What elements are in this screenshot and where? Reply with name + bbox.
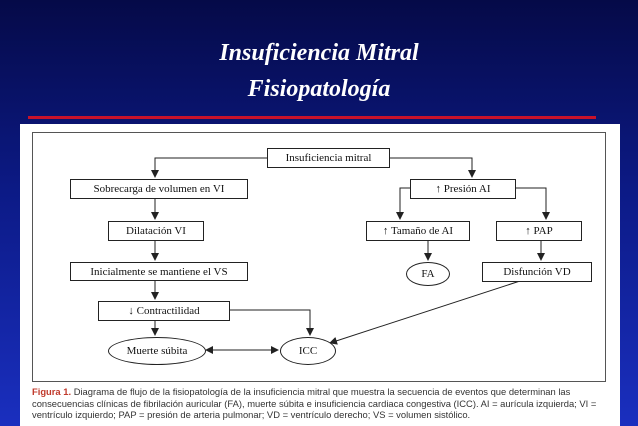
figure-panel: Insuficiencia mitral Sobrecarga de volum… bbox=[20, 124, 620, 426]
title-divider bbox=[28, 116, 596, 119]
node-sobrecarga-volumen: Sobrecarga de volumen en VI bbox=[70, 179, 248, 199]
node-contractilidad: ↓ Contractilidad bbox=[98, 301, 230, 321]
slide-subtitle: Fisiopatología bbox=[247, 76, 391, 102]
caption-text: Diagrama de flujo de la fisiopatología d… bbox=[32, 386, 597, 420]
node-mantiene-vs: Inicialmente se mantiene el VS bbox=[70, 262, 248, 281]
node-pap: ↑ PAP bbox=[496, 221, 582, 241]
node-muerte-subita: Muerte súbita bbox=[108, 337, 206, 365]
figure-caption: Figura 1. Diagrama de flujo de la fisiop… bbox=[32, 386, 612, 421]
caption-label: Figura 1. bbox=[32, 386, 72, 397]
node-insuficiencia-mitral: Insuficiencia mitral bbox=[267, 148, 390, 168]
node-disfuncion-vd: Disfunción VD bbox=[482, 262, 592, 282]
diagram-frame bbox=[32, 132, 606, 382]
node-presion-ai: ↑ Presión AI bbox=[410, 179, 516, 199]
node-tamano-ai: ↑ Tamaño de AI bbox=[366, 221, 470, 241]
flow-connectors bbox=[151, 157, 550, 354]
slide-title: Insuficiencia Mitral bbox=[219, 40, 419, 66]
node-dilatacion-vi: Dilatación VI bbox=[108, 221, 204, 241]
node-fa: FA bbox=[406, 262, 450, 286]
node-icc: ICC bbox=[280, 337, 336, 365]
